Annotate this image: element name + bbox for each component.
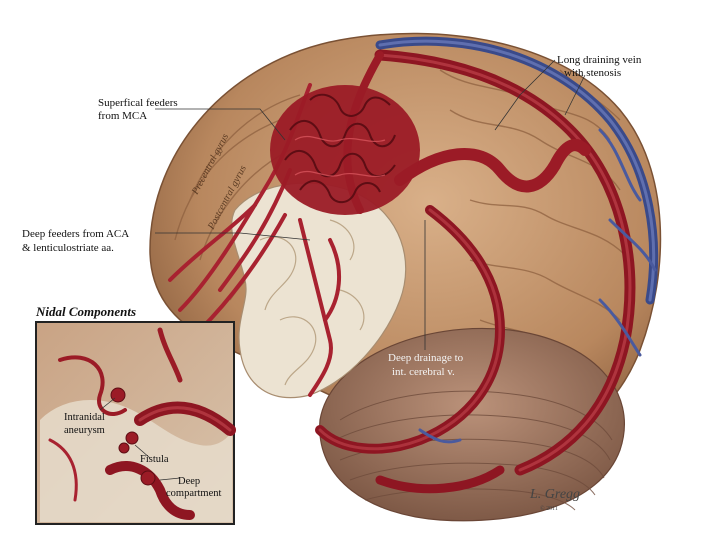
label-deep-compartment-2: compartment: [166, 488, 221, 499]
label-superficial-feeders-2: from MCA: [98, 110, 147, 122]
white-matter-folds: [259, 219, 365, 386]
nidal-components-inset: Intranidal aneurysm Fistula Deep compart…: [35, 321, 236, 525]
label-intranidal-aneurysm-1: Intranidal: [64, 412, 105, 423]
superior-sagittal-sinus-highlight: [378, 39, 656, 302]
label-superficial-feeders-1: Superfical feeders: [98, 97, 178, 109]
label-deep-drainage-2: int. cerebral v.: [392, 366, 455, 378]
avm-nidus: [270, 85, 420, 215]
label-deep-drainage-1: Deep drainage to: [388, 352, 464, 364]
inset-title: Nidal Components: [35, 304, 136, 319]
copyright-mark: © 2011: [540, 505, 558, 512]
draining-veins: [315, 49, 636, 494]
label-deep-feeders-2: & lenticulostriate aa.: [22, 242, 114, 254]
leader-lines: [155, 59, 586, 350]
label-deep-feeders-1: Deep feeders from ACA: [22, 228, 129, 240]
artist-signature: L. Gregg: [529, 487, 580, 502]
label-fistula: Fistula: [140, 454, 169, 465]
cerebellum: [319, 327, 625, 522]
label-deep-compartment-1: Deep: [178, 476, 200, 487]
label-intranidal-aneurysm-2: aneurysm: [64, 425, 105, 436]
cortical-veins: [418, 128, 657, 444]
label-draining-vein-2: with stenosis: [564, 67, 621, 79]
label-draining-vein-1: Long draining vein: [557, 54, 642, 66]
